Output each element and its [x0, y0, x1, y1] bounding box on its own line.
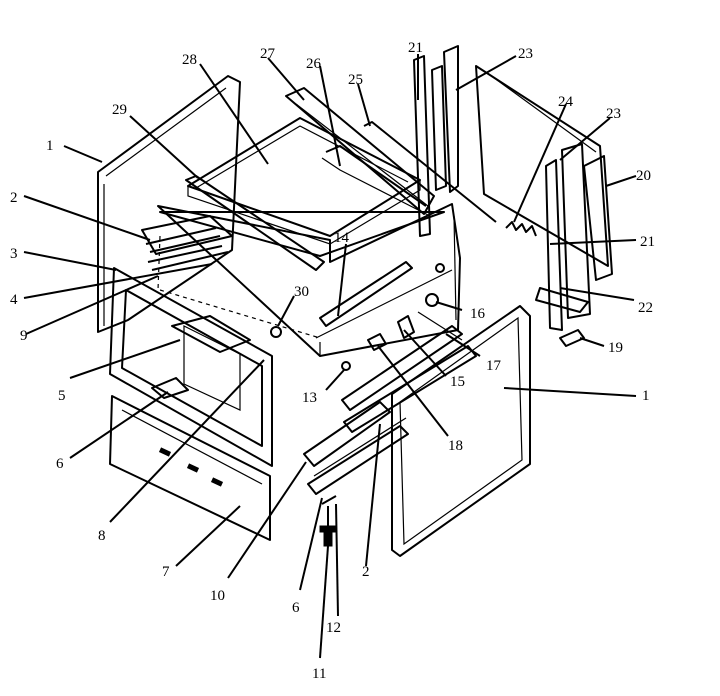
- callout-8: 8: [98, 528, 106, 544]
- retainer-nut: [270, 326, 282, 338]
- callout-27: 27: [260, 46, 276, 62]
- side-trim-strip: [185, 175, 325, 271]
- kick-panel: [109, 395, 271, 541]
- front-burner-frames: [141, 215, 233, 271]
- callout-10: 10: [210, 588, 225, 604]
- drawer-rails: [307, 325, 477, 495]
- callout-29: 29: [112, 102, 127, 118]
- callout-20: 20: [636, 168, 651, 184]
- callout-2-lower: 2: [362, 564, 370, 580]
- left-side-panel: [97, 75, 241, 333]
- callout-23-top: 23: [518, 46, 533, 62]
- callout-17: 17: [486, 358, 502, 374]
- callout-23-right: 23: [606, 106, 621, 122]
- callout-4: 4: [10, 292, 18, 308]
- callout-11: 11: [312, 666, 326, 682]
- lower-rail: [303, 401, 391, 467]
- leader-lines: [23, 54, 637, 659]
- right-side-panel: [391, 305, 531, 557]
- callout-28: 28: [182, 52, 197, 68]
- callout-12: 12: [326, 620, 341, 636]
- top-rear-channel: [285, 87, 435, 215]
- callout-1-left-side-panel: 1: [46, 138, 54, 154]
- callout-22: 22: [638, 300, 653, 316]
- callout-14: 14: [334, 230, 350, 246]
- callout-1-right-side-panel: 1: [642, 388, 650, 404]
- callout-15: 15: [450, 374, 465, 390]
- callout-3: 3: [10, 246, 18, 262]
- burner-spring: [505, 221, 537, 237]
- rear-channel: [319, 261, 413, 327]
- rear-posts: [413, 45, 613, 331]
- interior-bracket: [171, 315, 251, 353]
- callout-18: 18: [448, 438, 463, 454]
- callout-labels: 1 2 3 4 9 5 6 8 7 10 6 12 11 2 28 29 27 …: [10, 40, 655, 682]
- oven-body: [157, 203, 461, 357]
- hinge-left: [151, 377, 189, 399]
- callout-2-upper: 2: [10, 190, 18, 206]
- callout-7: 7: [162, 564, 170, 580]
- callout-21-right: 21: [640, 234, 655, 250]
- callout-30: 30: [294, 284, 309, 300]
- rear-rail: [321, 121, 497, 223]
- callout-5: 5: [58, 388, 66, 404]
- callout-6-lower: 6: [292, 600, 300, 616]
- callout-24: 24: [558, 94, 574, 110]
- clip: [559, 329, 585, 347]
- callout-6-left: 6: [56, 456, 64, 472]
- valve-hardware: [341, 263, 463, 371]
- callout-25: 25: [348, 72, 363, 88]
- callout-16: 16: [470, 306, 486, 322]
- callout-26: 26: [306, 56, 322, 72]
- callout-21-top: 21: [408, 40, 423, 56]
- callout-9: 9: [20, 328, 28, 344]
- front-frame: [109, 267, 273, 467]
- leveling-leg: [319, 495, 337, 547]
- callout-13: 13: [302, 390, 317, 406]
- callout-19: 19: [608, 340, 623, 356]
